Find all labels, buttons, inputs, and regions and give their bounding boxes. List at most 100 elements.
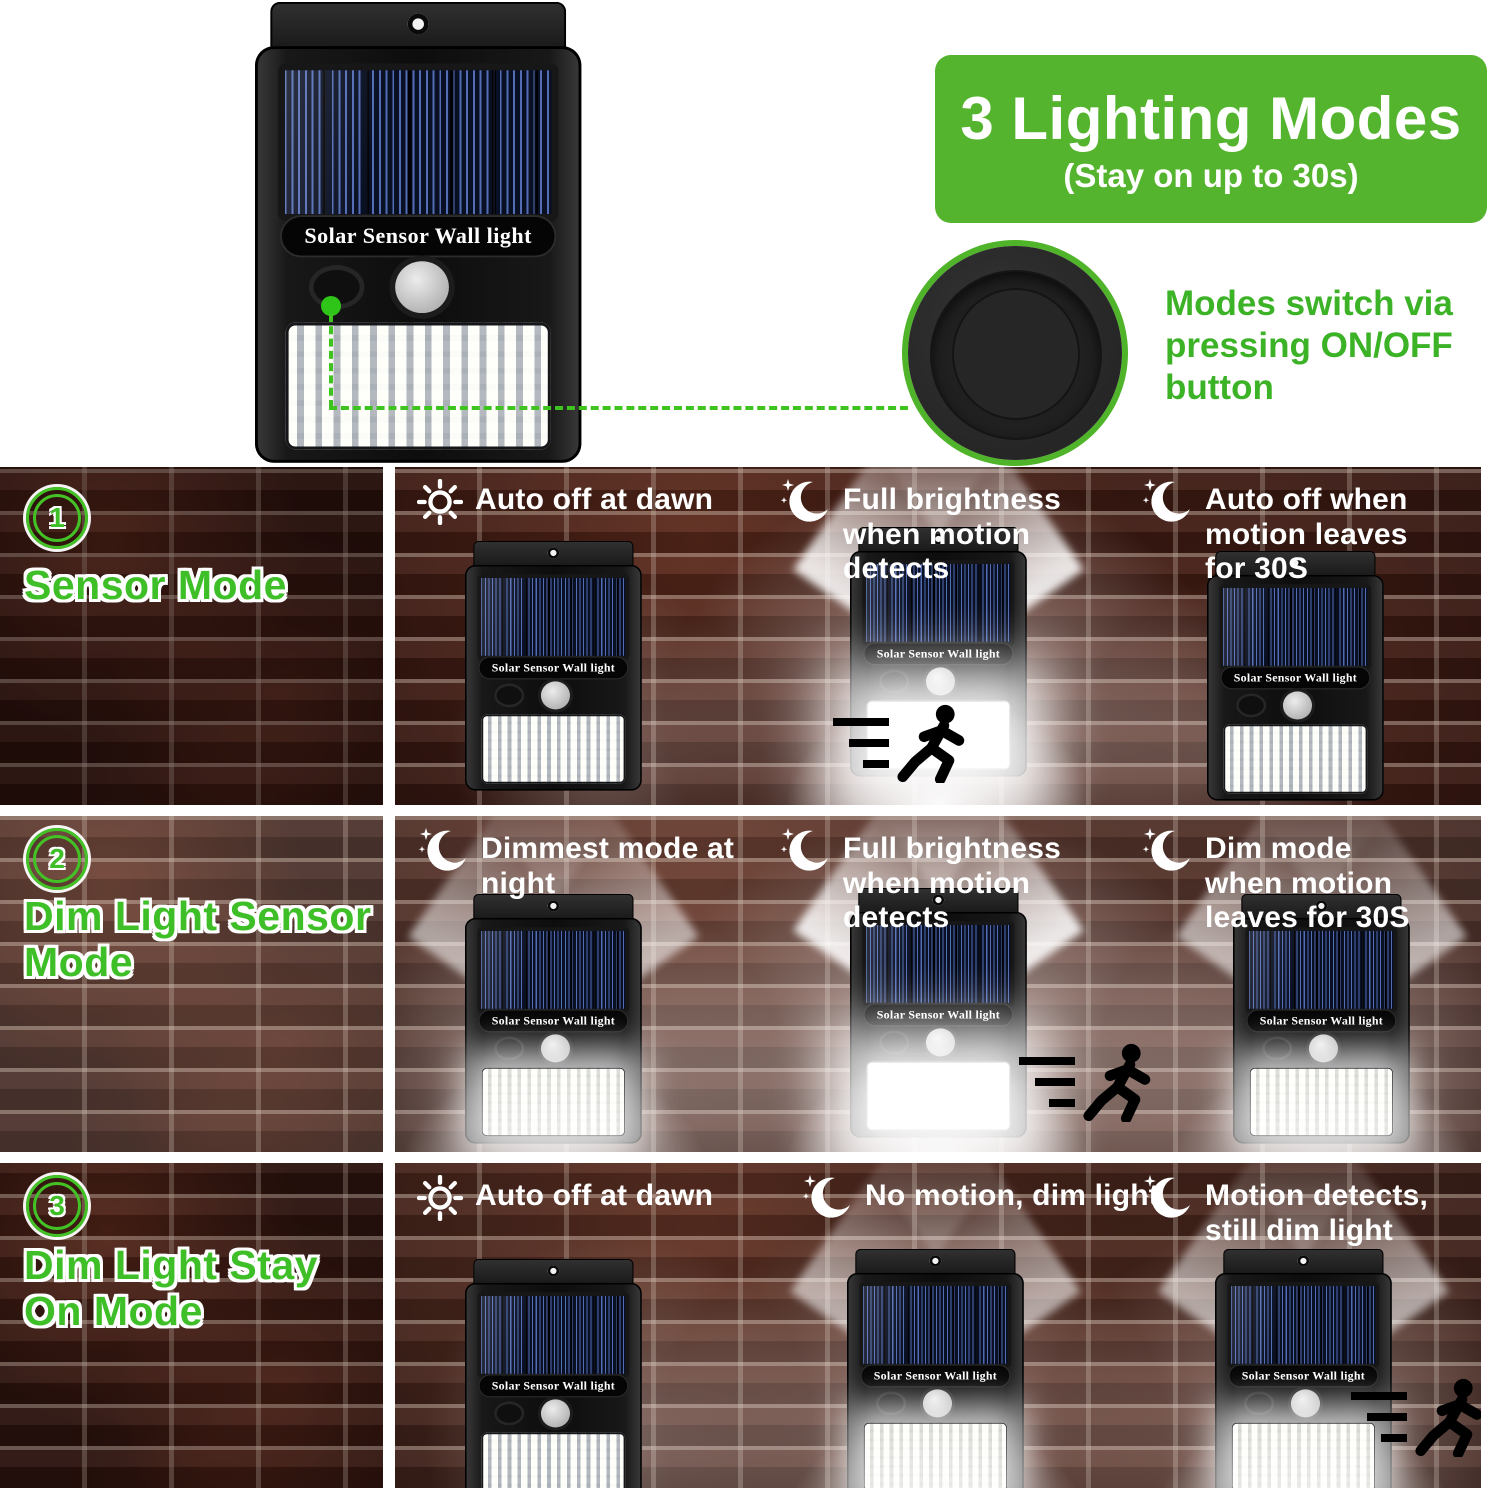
led-panel bbox=[1223, 724, 1368, 794]
product-label: Solar Sensor Wall light bbox=[479, 1375, 628, 1397]
on-off-button bbox=[1236, 693, 1267, 718]
screw-hole bbox=[929, 1255, 942, 1267]
screw-hole bbox=[932, 533, 945, 545]
running-person-icon bbox=[1080, 1042, 1160, 1122]
button-face bbox=[932, 272, 1100, 438]
speed-lines bbox=[1351, 1392, 1407, 1442]
on-off-button bbox=[494, 1401, 525, 1426]
wall-light: Solar Sensor Wall light bbox=[1207, 551, 1384, 801]
led-panel bbox=[481, 714, 626, 784]
screw-hole bbox=[407, 13, 429, 35]
mode-scene-panel: Auto off at dawn Solar Sensor Wall light bbox=[395, 1163, 1481, 1488]
moon-icon bbox=[779, 477, 831, 529]
mode-name: Dim Light Stay On Mode bbox=[24, 1242, 319, 1334]
panel-caption: No motion, dim light bbox=[801, 1179, 1159, 1225]
mode-panel: Auto off when motion leaves for 30S Sola… bbox=[1119, 467, 1481, 805]
solar-wall-light: Solar Sensor Wall light bbox=[255, 2, 582, 463]
solar-panel bbox=[859, 1282, 1012, 1368]
light-body: Solar Sensor Wall light bbox=[1233, 917, 1410, 1144]
product-label-text: Solar Sensor Wall light bbox=[1241, 1369, 1366, 1383]
mode-row-dim-sensor: 2 Dim Light Sensor Mode Dimmest mode at … bbox=[0, 816, 1500, 1152]
solar-wall-light: Solar Sensor Wall light bbox=[1207, 551, 1384, 801]
moon-icon bbox=[779, 826, 831, 878]
running-person-icon bbox=[1412, 1377, 1481, 1457]
mode-row-dim-stay-on: 3 Dim Light Stay On Mode Auto off at daw… bbox=[0, 1163, 1500, 1488]
panel-caption-text: Dim mode when motion leaves for 30S bbox=[1205, 832, 1410, 934]
on-off-button bbox=[1244, 1391, 1275, 1416]
screw-hole bbox=[1297, 1255, 1310, 1267]
screw-hole bbox=[547, 900, 560, 912]
panel-caption: Auto off when motion leaves for 30S bbox=[1141, 483, 1410, 587]
runner-icon bbox=[1351, 1377, 1481, 1457]
led-panel bbox=[481, 1432, 626, 1488]
product-label: Solar Sensor Wall light bbox=[864, 1004, 1013, 1026]
panel-caption-text: Full brightness when motion detects bbox=[843, 832, 1062, 934]
panel-caption: Auto off at dawn bbox=[417, 1179, 713, 1221]
led-panel bbox=[866, 1061, 1011, 1131]
on-off-button bbox=[879, 669, 910, 694]
solar-wall-light: Solar Sensor Wall light bbox=[465, 1259, 642, 1488]
light-body: Solar Sensor Wall light bbox=[465, 564, 642, 791]
mode-number-badge: 2 bbox=[26, 828, 88, 890]
product-label-text: Solar Sensor Wall light bbox=[1259, 1014, 1384, 1028]
product-label: Solar Sensor Wall light bbox=[479, 1010, 628, 1032]
wall-light: Solar Sensor Wall light bbox=[465, 1259, 642, 1488]
solar-panel bbox=[862, 560, 1015, 646]
motion-sensor bbox=[925, 1028, 956, 1057]
mode-number: 1 bbox=[33, 494, 81, 542]
panel-caption-text: Auto off at dawn bbox=[475, 1179, 714, 1212]
wall-light: Solar Sensor Wall light bbox=[395, 816, 757, 1152]
product-label-text: Solar Sensor Wall light bbox=[876, 1008, 1001, 1022]
led-panel bbox=[1249, 1067, 1394, 1137]
panel-caption-text: Full brightness when motion detects bbox=[843, 483, 1062, 585]
page-title: 3 Lighting Modes bbox=[960, 84, 1462, 152]
runner-icon bbox=[1019, 1042, 1160, 1122]
solar-wall-light: Solar Sensor Wall light bbox=[465, 541, 642, 791]
solar-panel bbox=[1219, 584, 1372, 670]
screw-hole bbox=[1289, 557, 1302, 569]
page-subtitle: (Stay on up to 30s) bbox=[1063, 156, 1359, 194]
product-label-text: Solar Sensor Wall light bbox=[491, 1379, 616, 1393]
mode-panel: Dim mode when motion leaves for 30S Sola… bbox=[1118, 816, 1481, 1152]
light-body: Solar Sensor Wall light bbox=[1207, 574, 1384, 801]
solar-panel bbox=[1245, 927, 1398, 1013]
product-label: Solar Sensor Wall light bbox=[1247, 1010, 1396, 1032]
moon-icon bbox=[1141, 1173, 1193, 1225]
mode-name: Sensor Mode bbox=[24, 562, 287, 608]
mode-label-panel: 3 Dim Light Stay On Mode bbox=[0, 1163, 383, 1488]
motion-sensor bbox=[540, 681, 571, 710]
solar-wall-light: Solar Sensor Wall light bbox=[847, 1249, 1024, 1488]
mode-number-badge: 1 bbox=[26, 487, 88, 549]
mode-panel: No motion, dim light Solar Sensor Wall l… bbox=[732, 1163, 1159, 1488]
panel-caption: Motion detects, still dim light bbox=[1141, 1179, 1481, 1248]
solar-wall-light: Solar Sensor Wall light bbox=[465, 894, 642, 1144]
motion-sensor bbox=[925, 667, 956, 696]
panel-caption-text: Dimmest mode at night bbox=[481, 832, 735, 900]
callout-dashed-line-vertical bbox=[329, 314, 333, 408]
motion-sensor bbox=[540, 1034, 571, 1063]
mode-label-panel: 1 Sensor Mode bbox=[0, 467, 383, 805]
mode-scene-panel: Dimmest mode at night Solar Sensor Wall … bbox=[395, 816, 1481, 1152]
mode-scene-panel: Auto off at dawn Solar Sensor Wall light bbox=[395, 467, 1481, 805]
callout-dot bbox=[321, 296, 341, 316]
solar-panel bbox=[477, 574, 630, 660]
mode-panel: Full brightness when motion detects Sola… bbox=[735, 816, 1119, 1152]
on-off-button bbox=[494, 683, 525, 708]
on-off-button bbox=[494, 1036, 525, 1061]
solar-panel bbox=[477, 927, 630, 1013]
callout-dashed-line-horizontal bbox=[329, 406, 908, 410]
led-panel bbox=[863, 1422, 1008, 1488]
product-label-text: Solar Sensor Wall light bbox=[491, 661, 616, 675]
led-panel bbox=[285, 322, 551, 450]
motion-sensor bbox=[395, 261, 449, 314]
running-person-icon bbox=[894, 703, 974, 783]
product-label: Solar Sensor Wall light bbox=[861, 1365, 1010, 1387]
light-body: Solar Sensor Wall light bbox=[255, 46, 582, 463]
panel-caption: Dimmest mode at night bbox=[417, 832, 757, 901]
panel-caption: Dim mode when motion leaves for 30S bbox=[1141, 832, 1410, 936]
light-body: Solar Sensor Wall light bbox=[850, 911, 1027, 1138]
mode-number-badge: 3 bbox=[26, 1175, 88, 1237]
led-panel bbox=[481, 1067, 626, 1137]
product-label-text: Solar Sensor Wall light bbox=[876, 647, 1001, 661]
